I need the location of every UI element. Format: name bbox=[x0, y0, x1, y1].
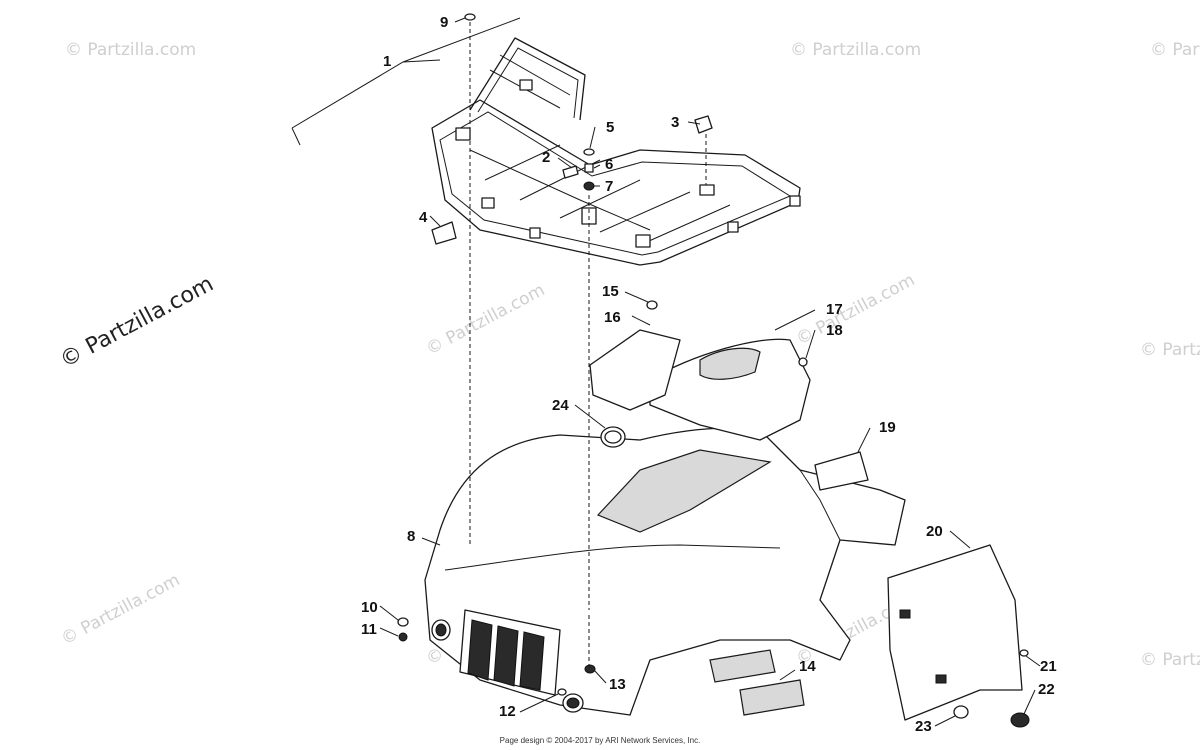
callout-label: 8 bbox=[407, 528, 415, 545]
fender-hardware bbox=[397, 300, 1030, 728]
callout-label: 5 bbox=[606, 119, 614, 136]
callout-label: 22 bbox=[1038, 681, 1055, 698]
callout-label: 2 bbox=[542, 149, 550, 166]
watermark-main: © Partzilla.com bbox=[56, 272, 218, 374]
callout-label: 7 bbox=[605, 178, 613, 195]
front-fender bbox=[424, 427, 906, 716]
callout-label: 4 bbox=[419, 209, 428, 226]
callout-label: 10 bbox=[361, 599, 378, 616]
callout-label: 12 bbox=[499, 703, 516, 720]
callout-label: 9 bbox=[440, 14, 448, 31]
callout-label: 14 bbox=[799, 658, 816, 675]
watermark: © Partzilla.com bbox=[1140, 650, 1200, 670]
watermark: © Partzilla.com bbox=[423, 280, 548, 359]
watermark: © Partzilla.com bbox=[1140, 340, 1200, 360]
callout-label: 18 bbox=[826, 322, 843, 339]
watermark: © Partzilla.com bbox=[65, 40, 196, 60]
callout-label: 3 bbox=[671, 114, 679, 131]
watermark: © Partzilla.com bbox=[1150, 40, 1200, 60]
callout-label: 15 bbox=[602, 283, 619, 300]
callout-label: 13 bbox=[609, 676, 626, 693]
callout-label: 11 bbox=[361, 621, 377, 638]
leader-lines bbox=[291, 17, 1041, 727]
callout-labels: 1 2 3 4 5 6 7 8 9 10 11 12 13 14 15 16 1… bbox=[361, 14, 1057, 735]
upper-console bbox=[589, 329, 1023, 721]
callout-label: 19 bbox=[879, 419, 896, 436]
callout-label: 21 bbox=[1040, 658, 1057, 675]
callout-label: 17 bbox=[826, 301, 843, 318]
callout-label: 6 bbox=[605, 156, 613, 173]
watermark: © Partzilla.com bbox=[58, 570, 183, 649]
callout-label: 20 bbox=[926, 523, 943, 540]
callout-label: 24 bbox=[552, 397, 569, 414]
rack-small-parts bbox=[431, 13, 713, 245]
callout-label: 16 bbox=[604, 309, 621, 326]
callout-label: 23 bbox=[915, 718, 932, 735]
footer-credit: Page design © 2004-2017 by ARI Network S… bbox=[499, 736, 701, 745]
front-rack bbox=[431, 37, 801, 266]
watermark: © Partzilla.com bbox=[793, 270, 918, 349]
callout-label: 1 bbox=[383, 53, 391, 70]
watermark: © Partzilla.com bbox=[790, 40, 921, 60]
